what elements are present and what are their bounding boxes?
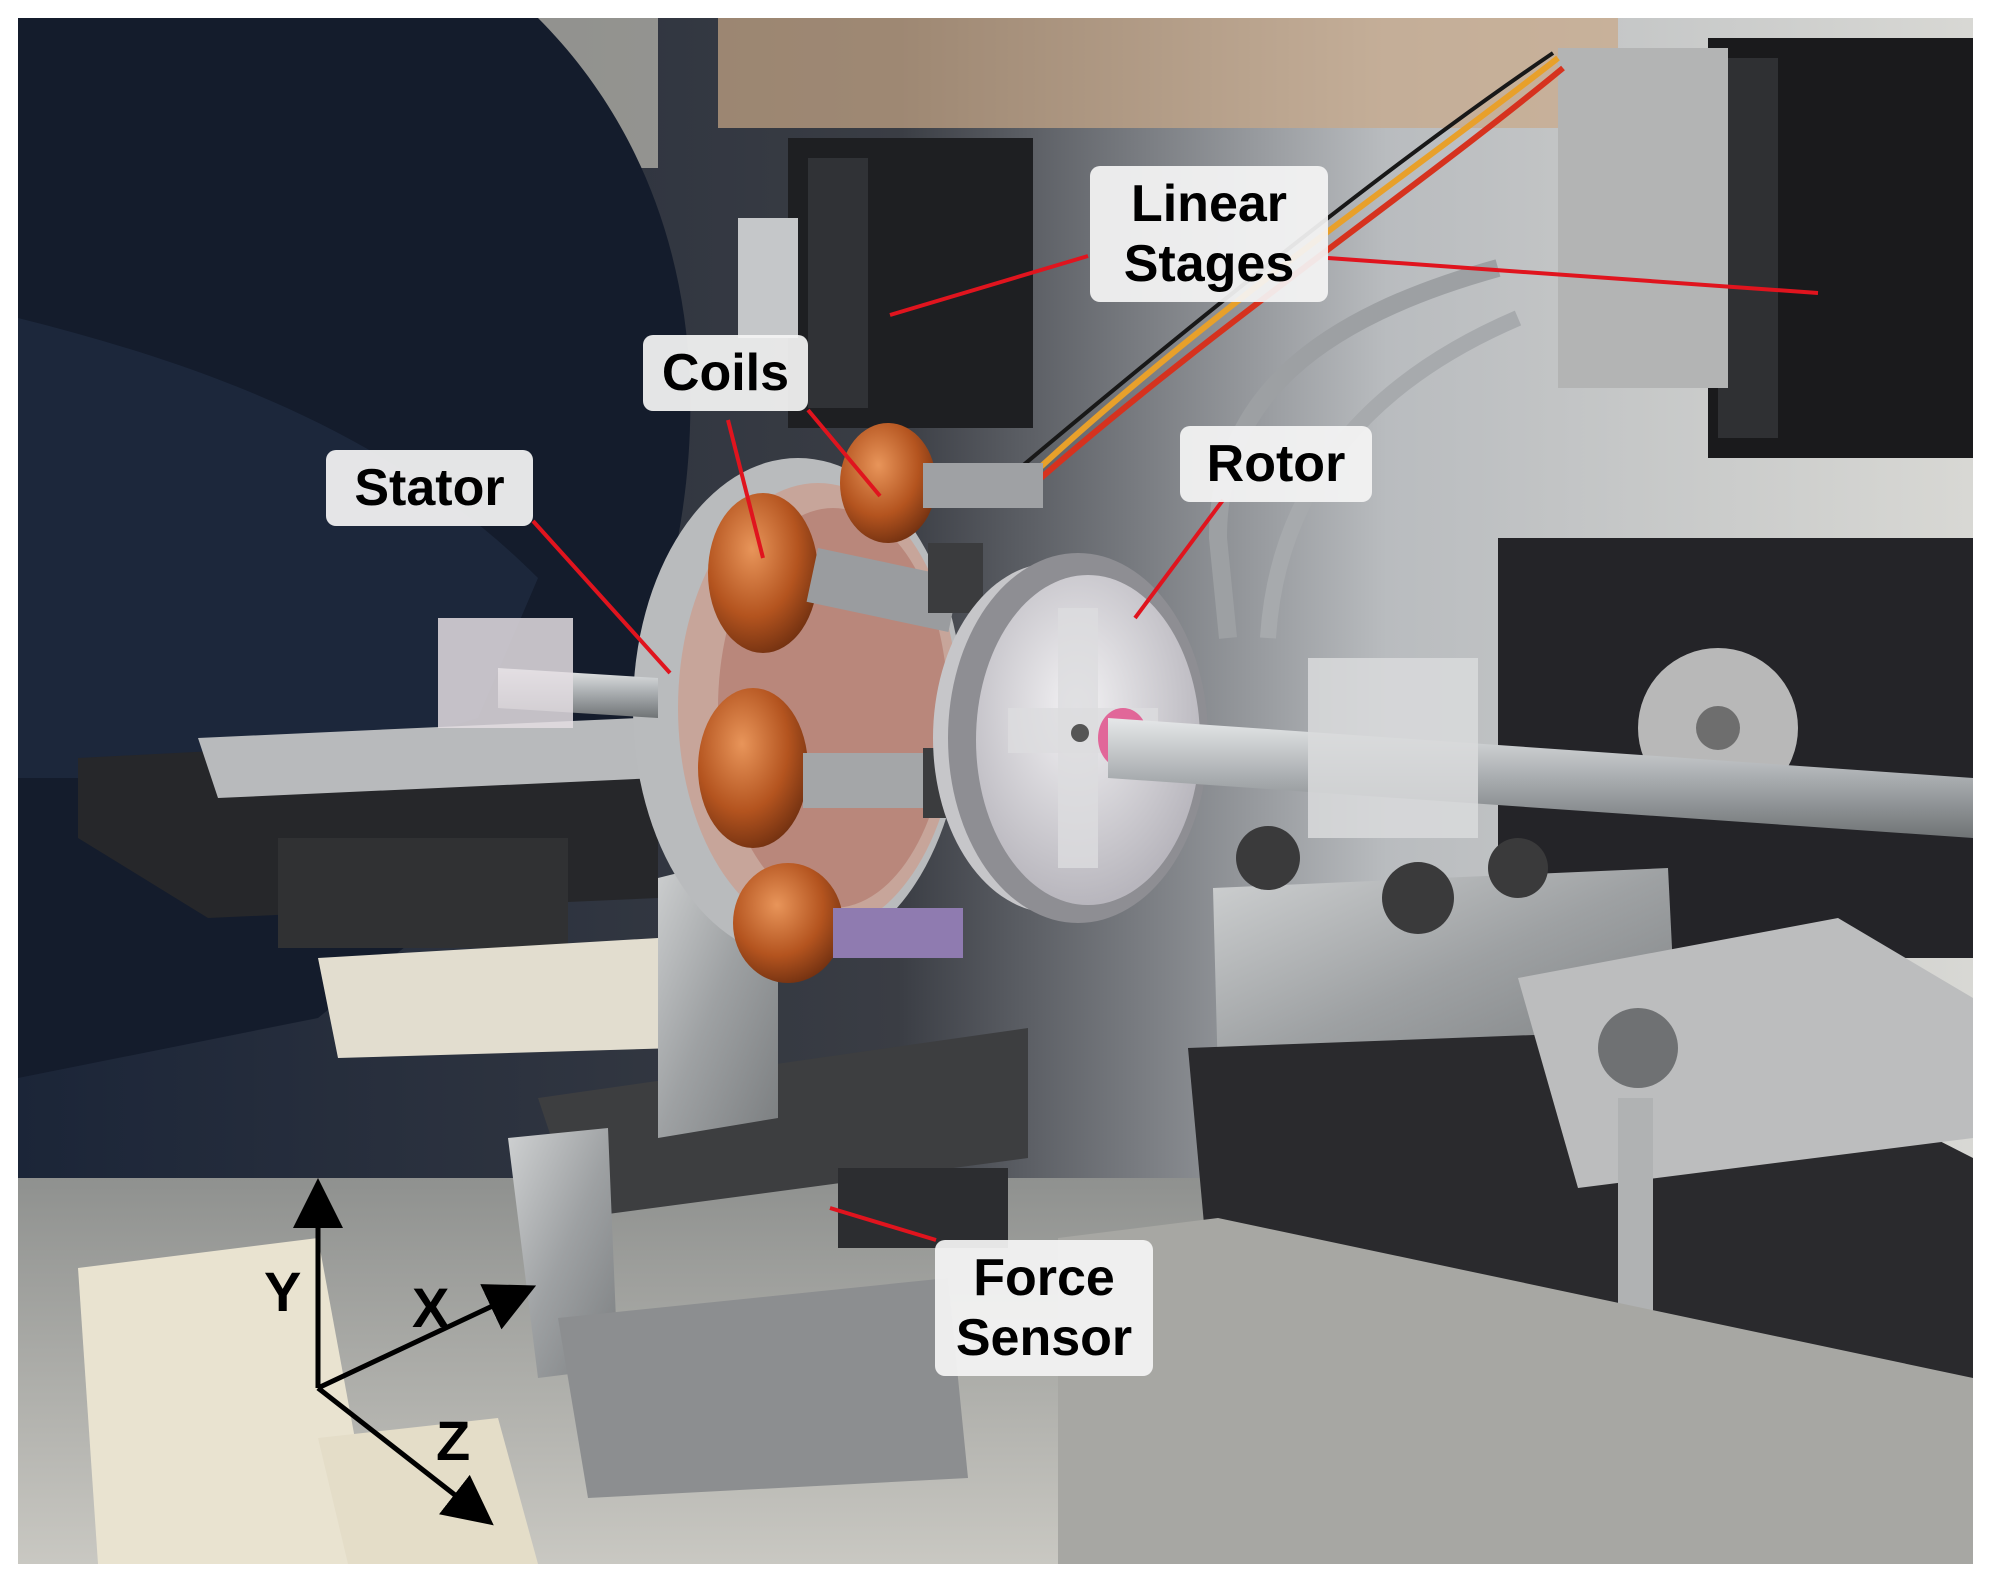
label-linear-stages-line1: Linear <box>1130 175 1288 233</box>
z-axis-label: Z <box>436 1409 471 1472</box>
x-axis-label: X <box>412 1276 450 1339</box>
z-axis-arrow <box>316 1386 494 1526</box>
linear-stages-leader-right <box>1327 256 1819 295</box>
rotor-leader <box>1133 498 1225 620</box>
coil-shapes <box>698 423 1043 983</box>
label-stator: Stator <box>326 450 533 526</box>
label-linear-stages-line2: Stages <box>1123 235 1295 293</box>
leader-lines <box>531 254 1819 1242</box>
label-rotor: Rotor <box>1180 426 1372 502</box>
label-coils-text: Coils <box>661 344 790 402</box>
coils-leader-left <box>726 419 765 559</box>
photograph: Y X Z Linear Stages Coils Stator Rotor F… <box>18 18 1973 1564</box>
label-coils: Coils <box>643 335 808 411</box>
force-sensor-leader <box>829 1206 937 1242</box>
label-force-sensor-line2: Sensor <box>955 1309 1133 1367</box>
stator-leader <box>531 519 672 675</box>
label-force-sensor: Force Sensor <box>935 1240 1153 1376</box>
y-axis-label: Y <box>264 1260 302 1323</box>
experimental-setup-scene <box>18 18 1973 1564</box>
label-force-sensor-line1: Force <box>973 1249 1115 1307</box>
label-stator-text: Stator <box>354 459 505 517</box>
x-axis-arrow <box>316 1284 537 1391</box>
coordinate-axes <box>293 1178 537 1526</box>
linear-stages-leader-left <box>889 254 1089 317</box>
label-linear-stages: Linear Stages <box>1090 166 1328 302</box>
label-rotor-text: Rotor <box>1206 435 1346 493</box>
coils-leader-right <box>806 408 882 498</box>
